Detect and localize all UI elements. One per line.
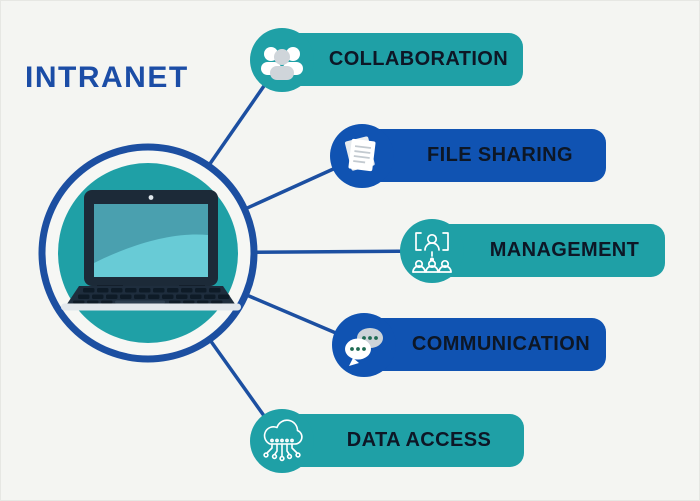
laptop-keys xyxy=(73,288,230,304)
item-bar: FILE SHARING xyxy=(351,129,606,182)
documents-icon xyxy=(330,124,394,188)
chat-bubbles-icon xyxy=(332,313,396,377)
laptop-icon xyxy=(61,190,241,311)
people-group-icon xyxy=(250,28,314,92)
item-label: FILE SHARING xyxy=(427,144,573,166)
team-leader-icon xyxy=(400,219,464,283)
laptop-screen-highlight xyxy=(94,234,208,277)
item-label: COMMUNICATION xyxy=(411,333,591,355)
laptop-base xyxy=(61,303,241,311)
item-label: MANAGEMENT xyxy=(489,239,640,261)
laptop-webcam-dot xyxy=(148,195,154,200)
item-bar: COMMUNICATION xyxy=(353,318,606,371)
item-label: DATA ACCESS xyxy=(346,429,492,451)
cloud-network-icon xyxy=(250,409,314,473)
item-label: COLLABORATION xyxy=(328,48,509,70)
page-title: INTRANET xyxy=(25,61,189,94)
laptop-spacebar xyxy=(115,300,165,304)
